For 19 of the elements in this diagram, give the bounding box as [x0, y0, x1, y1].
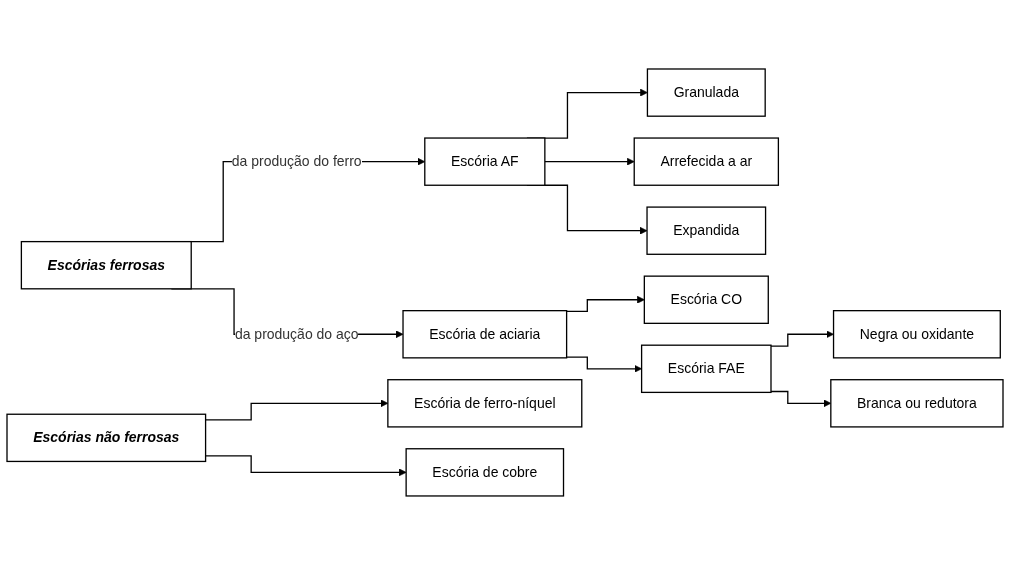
node-box: Granulada: [646, 68, 766, 117]
node-box: Escória de aciaria: [402, 310, 568, 359]
node-box: Escórias ferrosas: [20, 240, 192, 290]
node-box: Escória de ferro-níquel: [387, 379, 583, 428]
node-box: Arrefecida a ar: [633, 137, 780, 186]
edge-label: da produção do ferro: [231, 153, 362, 169]
arrow: [565, 295, 645, 312]
node-box: Escórias não ferrosas: [6, 413, 207, 463]
node-box: Branca ou redutora: [830, 379, 1004, 428]
arrow: [770, 330, 834, 347]
edge-label: da produção do aço: [234, 326, 359, 342]
node-box: Escória de cobre: [405, 448, 565, 497]
node-box: Escória CO: [643, 275, 769, 324]
node-box: Negra ou oxidante: [832, 310, 1001, 359]
node-box: Expandida: [646, 206, 767, 255]
node-box: Escória AF: [424, 137, 546, 186]
arrow: [565, 356, 642, 373]
arrow: [544, 157, 635, 166]
node-box: Escória FAE: [640, 344, 772, 394]
